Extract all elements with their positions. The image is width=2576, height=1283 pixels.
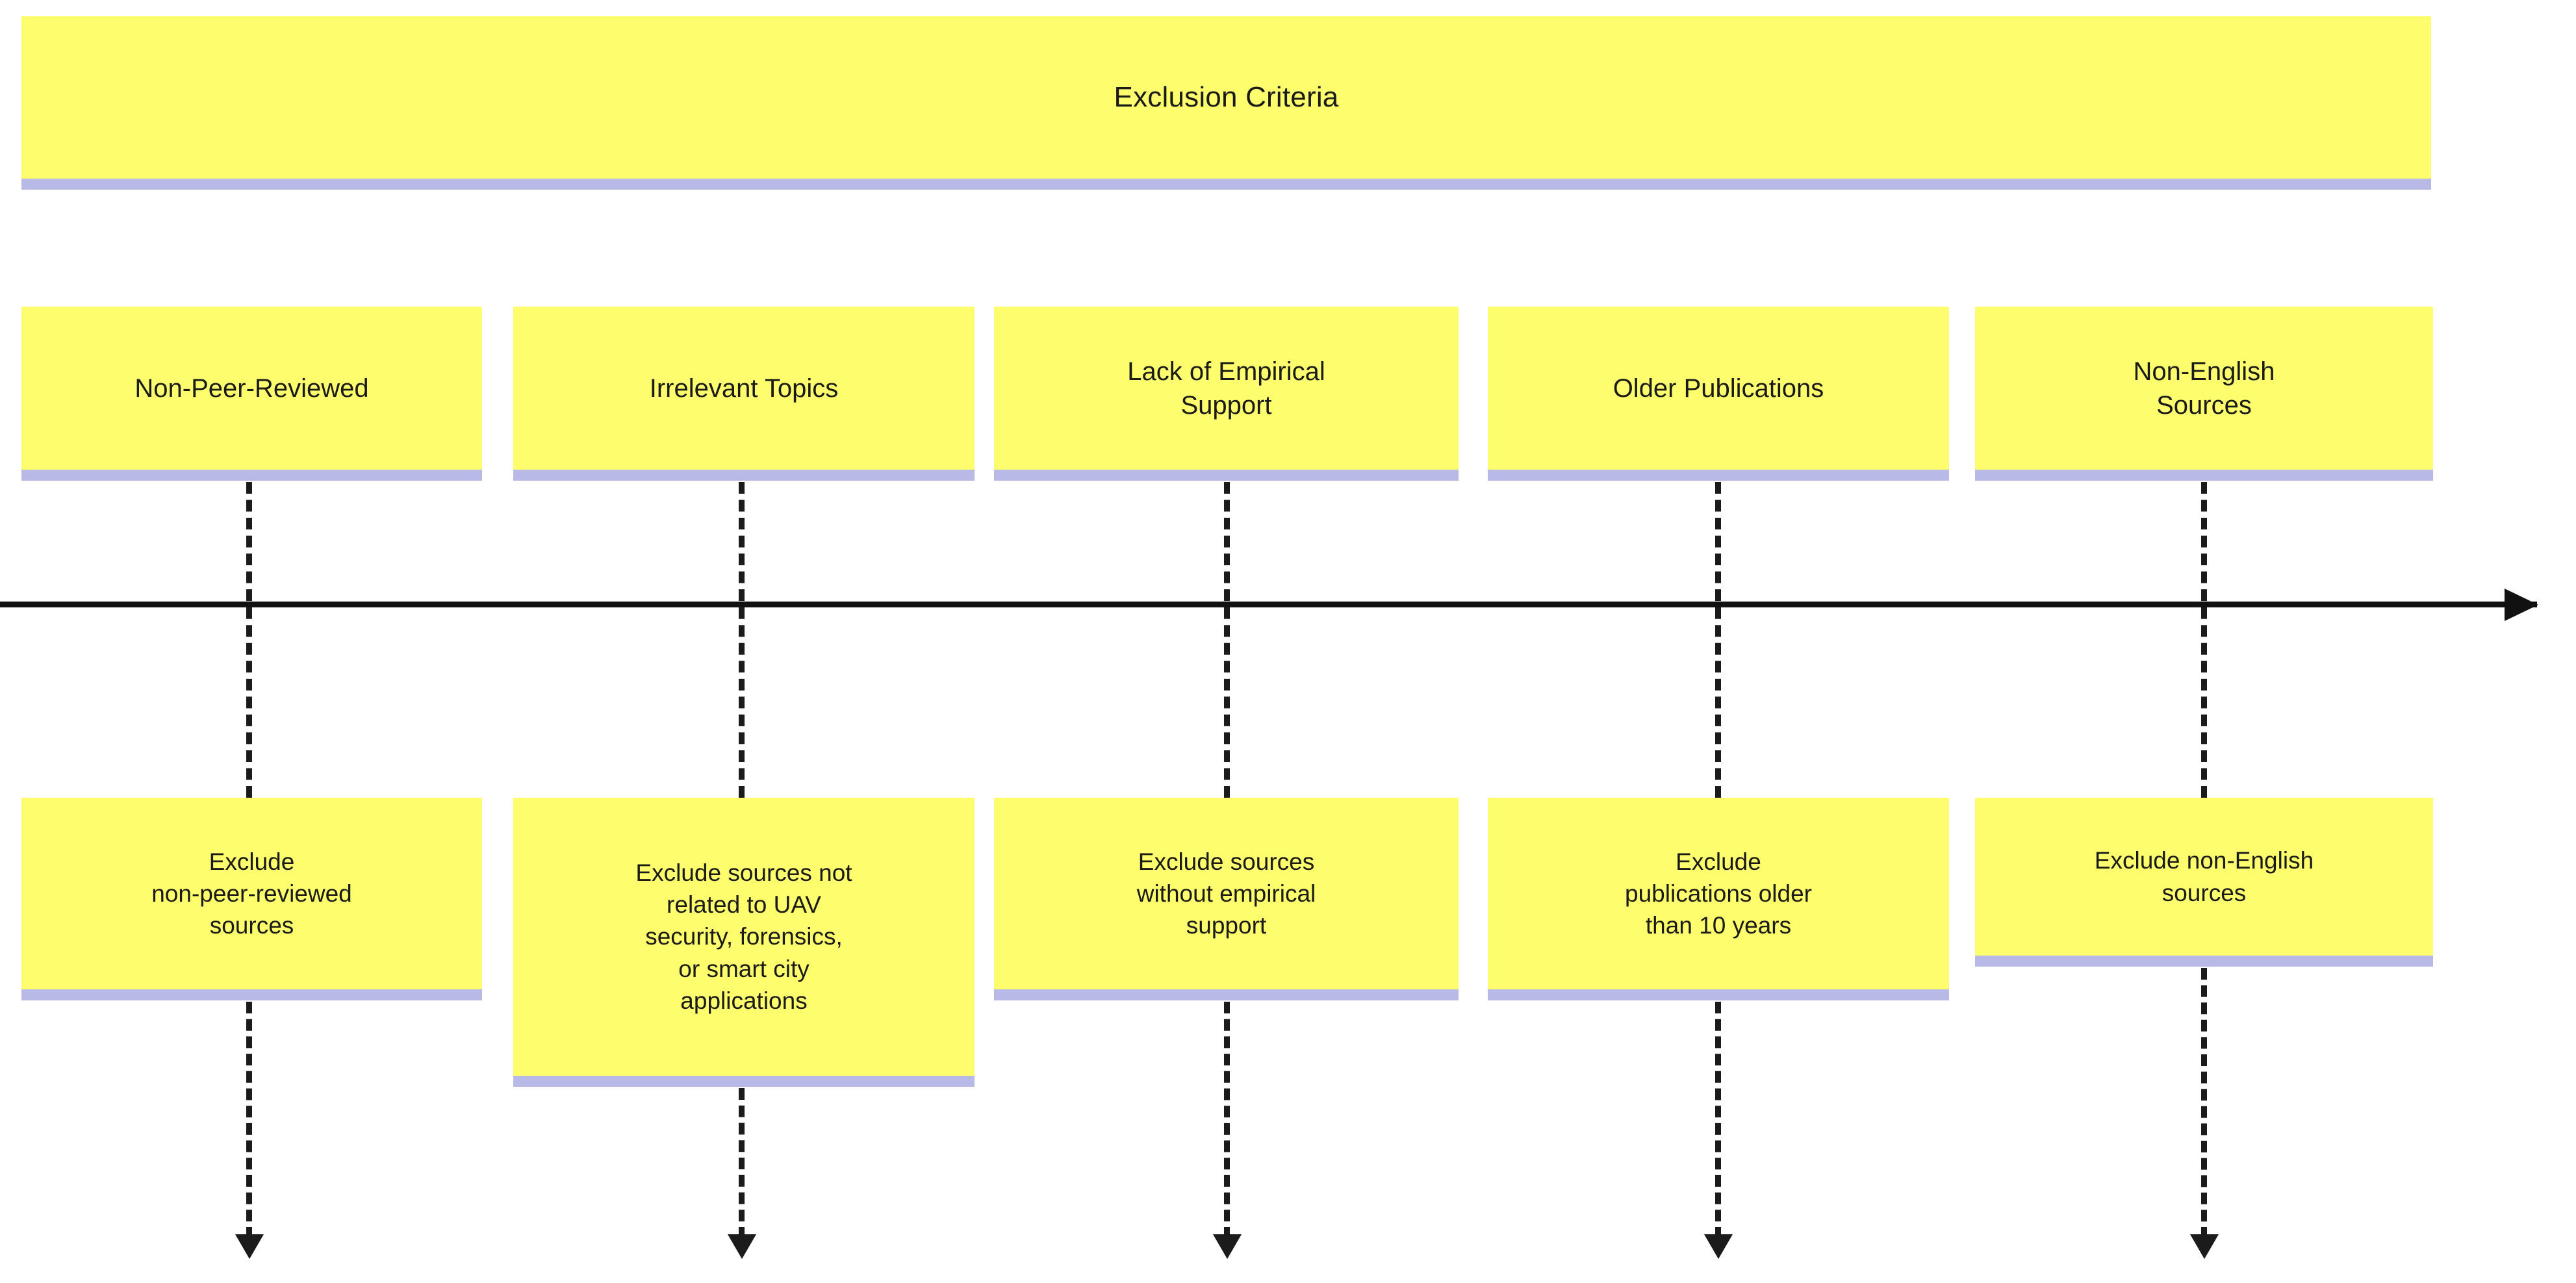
connector-line-lack-of-empirical-support-lower (1224, 1002, 1230, 1239)
criteria-label: Lack of Empirical Support (1127, 357, 1325, 420)
connector-arrow-icon-older-publications (1704, 1234, 1733, 1259)
connector-line-non-peer-reviewed-upper (246, 482, 252, 798)
connector-line-non-english-sources-lower (2201, 968, 2207, 1239)
connector-line-older-publications-lower (1715, 1002, 1721, 1239)
connector-line-irrelevant-topics-upper (739, 482, 745, 798)
description-card-non-peer-reviewed[interactable]: Exclude non-peer-reviewed sources (21, 798, 482, 1000)
connector-arrow-icon-lack-of-empirical-support (1213, 1234, 1242, 1259)
criteria-card-non-peer-reviewed[interactable]: Non-Peer-Reviewed (21, 307, 482, 481)
connector-line-non-english-sources-upper (2201, 482, 2207, 798)
connector-line-older-publications-upper (1715, 482, 1721, 798)
criteria-label: Non-Peer-Reviewed (134, 374, 369, 403)
criteria-label: Older Publications (1613, 374, 1824, 403)
description-text: Exclude non-peer-reviewed sources (151, 848, 352, 939)
criteria-card-older-publications[interactable]: Older Publications (1488, 307, 1949, 481)
description-card-irrelevant-topics[interactable]: Exclude sources not related to UAV secur… (513, 798, 975, 1087)
connector-arrow-icon-non-english-sources (2190, 1234, 2219, 1259)
timeline-arrow-icon (2505, 589, 2538, 621)
description-text: Exclude sources not related to UAV secur… (635, 859, 852, 1014)
criteria-card-irrelevant-topics[interactable]: Irrelevant Topics (513, 307, 975, 481)
timeline-axis (0, 602, 2537, 607)
description-text: Exclude publications older than 10 years (1625, 848, 1812, 939)
criteria-card-non-english-sources[interactable]: Non-English Sources (1975, 307, 2433, 481)
description-card-lack-of-empirical-support[interactable]: Exclude sources without empirical suppor… (994, 798, 1459, 1000)
description-card-older-publications[interactable]: Exclude publications older than 10 years (1488, 798, 1949, 1000)
connector-line-irrelevant-topics-lower (739, 1088, 745, 1239)
criteria-label: Non-English Sources (2133, 357, 2275, 420)
connector-arrow-icon-irrelevant-topics (728, 1234, 756, 1259)
description-text: Exclude non-English sources (2094, 847, 2314, 906)
criteria-label: Irrelevant Topics (649, 374, 839, 403)
diagram-title: Exclusion Criteria (1114, 81, 1339, 114)
connector-arrow-icon-non-peer-reviewed (235, 1234, 264, 1259)
connector-line-non-peer-reviewed-lower (246, 1002, 252, 1239)
connector-line-lack-of-empirical-support-upper (1224, 482, 1230, 798)
criteria-card-lack-of-empirical-support[interactable]: Lack of Empirical Support (994, 307, 1459, 481)
diagram-title-card: Exclusion Criteria (21, 16, 2431, 190)
description-card-non-english-sources[interactable]: Exclude non-English sources (1975, 798, 2433, 967)
description-text: Exclude sources without empirical suppor… (1136, 848, 1316, 939)
